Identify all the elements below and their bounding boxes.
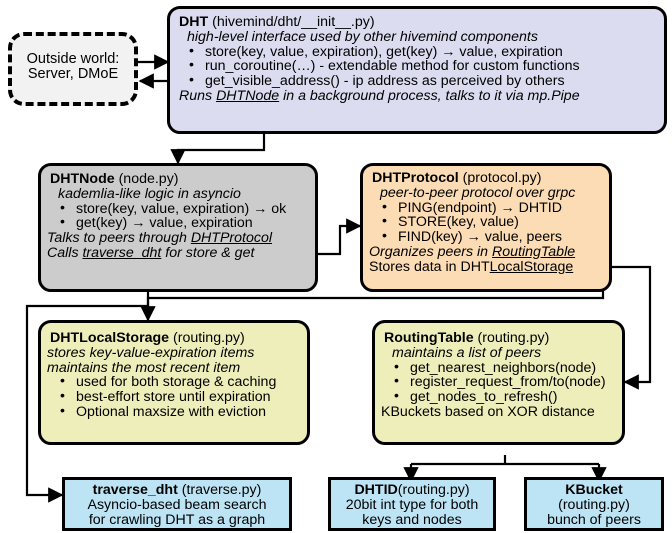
localstorage-bullet-1: best-effort store until expiration <box>50 389 301 405</box>
protocol-footer1-link[interactable]: RoutingTable <box>492 243 576 260</box>
routingtable-title: RoutingTable <box>384 330 474 346</box>
dht-bullet-1: run_coroutine(…) - extendable method for… <box>179 58 658 74</box>
dhtnode-subtitle: kademlia-like logic in asyncio <box>58 185 241 202</box>
dhtnode-title: DHTNode <box>50 171 115 187</box>
node-routingtable: RoutingTable (routing.py) maintains a li… <box>372 320 625 445</box>
dht-heading: DHT (hivemind/dht/__init__.py) <box>179 15 658 30</box>
dhtnode-footer2-pre: Calls <box>47 244 83 261</box>
dht-footer: Runs DHTNode in a background process, ta… <box>179 87 658 104</box>
dhtnode-bullet-0: store(key, value, expiration) → ok <box>50 201 309 217</box>
routingtable-subtitle: maintains a list of peers <box>392 344 542 361</box>
protocol-heading: DHTProtocol (protocol.py) <box>372 171 603 186</box>
dhtnode-footer-1: Talks to peers through DHTProtocol <box>47 231 309 246</box>
localstorage-file: (routing.py) <box>169 330 245 346</box>
dhtnode-footer2-link[interactable]: traverse_dht <box>82 244 162 261</box>
node-outside-world: Outside world: Server, DMoE <box>8 32 138 106</box>
node-dht: DHT (hivemind/dht/__init__.py) high-leve… <box>167 6 667 134</box>
dht-title: DHT <box>179 14 209 30</box>
routingtable-bullet-0: get_nearest_neighbors(node) <box>384 360 616 376</box>
protocol-footer2-link[interactable]: LocalStorage <box>489 258 574 275</box>
wire-dhtnode-to-protocol <box>316 218 362 256</box>
node-traverse-dht: traverse_dht (traverse.py) Asyncio-based… <box>62 477 292 531</box>
localstorage-title: DHTLocalStorage <box>50 330 170 346</box>
routingtable-heading: RoutingTable (routing.py) <box>384 331 616 346</box>
routingtable-footer: KBuckets based on XOR distance <box>381 403 595 420</box>
routingtable-bullet-1: register_request_from/to(node) <box>384 374 616 390</box>
protocol-footer-2: Stores data in DHTLocalStorage <box>369 258 603 275</box>
dhtnode-footer-2: Calls traverse_dht for store & get <box>47 244 309 261</box>
node-kbucket: KBucket (routing.py) bunch of peers <box>524 477 664 531</box>
dhtid-heading: DHTID(routing.py) <box>335 483 489 498</box>
dht-bullet-2: get_visible_address() - ip address as pe… <box>179 73 658 89</box>
dhtnode-footer2-post: for store & get <box>161 244 255 261</box>
node-dhtid: DHTID(routing.py) 20bit int type for bot… <box>328 477 496 531</box>
outside-world-line-2: Server, DMoE <box>27 66 119 83</box>
dhtid-title: DHTID <box>354 482 398 498</box>
localstorage-subtitle-2: maintains the most recent item <box>47 359 241 376</box>
traverse-line-2: for crawling DHT as a graph <box>88 511 266 528</box>
protocol-file: (protocol.py) <box>458 170 542 186</box>
dhtid-file: (routing.py) <box>397 482 470 498</box>
protocol-bullet-1: STORE(key, value) <box>372 214 603 230</box>
dhtnode-heading: DHTNode (node.py) <box>50 172 309 187</box>
dht-file: (hivemind/dht/__init__.py) <box>208 14 375 30</box>
localstorage-bullet-2: Optional maxsize with eviction <box>50 404 301 420</box>
routingtable-bullet-2: get_nodes_to_refresh() <box>384 389 616 405</box>
protocol-subtitle: peer-to-peer protocol over grpc <box>380 184 576 201</box>
protocol-title: DHTProtocol <box>372 170 459 186</box>
dhtnode-bullet-1: get(key) → value, expiration <box>50 215 309 231</box>
localstorage-bullet-0: used for both storage & caching <box>50 374 301 390</box>
dhtnode-footer1-link[interactable]: DHTProtocol <box>190 230 273 247</box>
kbucket-title: KBucket <box>565 482 623 498</box>
localstorage-subtitle-1: stores key-value-expiration items <box>47 344 255 361</box>
traverse-file: (traverse.py) <box>177 482 262 498</box>
wire-dht-to-dhtnode <box>170 133 266 165</box>
protocol-footer-1: Organizes peers in RoutingTable <box>369 243 603 260</box>
dht-bullet-0: store(key, value, expiration), get(key) … <box>179 44 658 60</box>
localstorage-heading: DHTLocalStorage (routing.py) <box>50 331 301 346</box>
dhtid-line-2: keys and nodes <box>362 511 462 528</box>
protocol-footer1-pre: Organizes peers in <box>369 243 493 260</box>
kbucket-line-1: bunch of peers <box>547 511 641 528</box>
traverse-title: traverse_dht <box>92 482 178 498</box>
dhtid-line-1: 20bit int type for both <box>345 496 479 513</box>
outside-world-line-1: Outside world: <box>26 51 120 67</box>
node-dhtprotocol: DHTProtocol (protocol.py) peer-to-peer p… <box>360 163 612 292</box>
traverse-heading: traverse_dht (traverse.py) <box>69 483 285 498</box>
traverse-line-1: Asyncio-based beam search <box>87 496 267 513</box>
node-dhtlocalstorage: DHTLocalStorage (routing.py) stores key-… <box>38 320 310 445</box>
protocol-bullet-0: PING(endpoint) → DHTID <box>372 200 603 216</box>
dht-footer-link[interactable]: DHTNode <box>216 87 280 104</box>
dhtnode-file: (node.py) <box>114 171 179 187</box>
dht-footer-post: in a background process, talks to it via… <box>279 87 580 104</box>
routingtable-file: (routing.py) <box>473 330 550 346</box>
dht-subtitle: high-level interface used by other hivem… <box>187 28 538 45</box>
kbucket-file: (routing.py) <box>558 496 630 513</box>
dhtnode-footer1-pre: Talks to peers through <box>47 230 191 247</box>
protocol-footer2-pre: Stores data in DHT <box>369 258 490 275</box>
node-dhtnode: DHTNode (node.py) kademlia-like logic in… <box>38 163 318 292</box>
dht-footer-pre: Runs <box>179 87 217 104</box>
protocol-bullet-2: FIND(key) → value, peers <box>372 229 603 245</box>
